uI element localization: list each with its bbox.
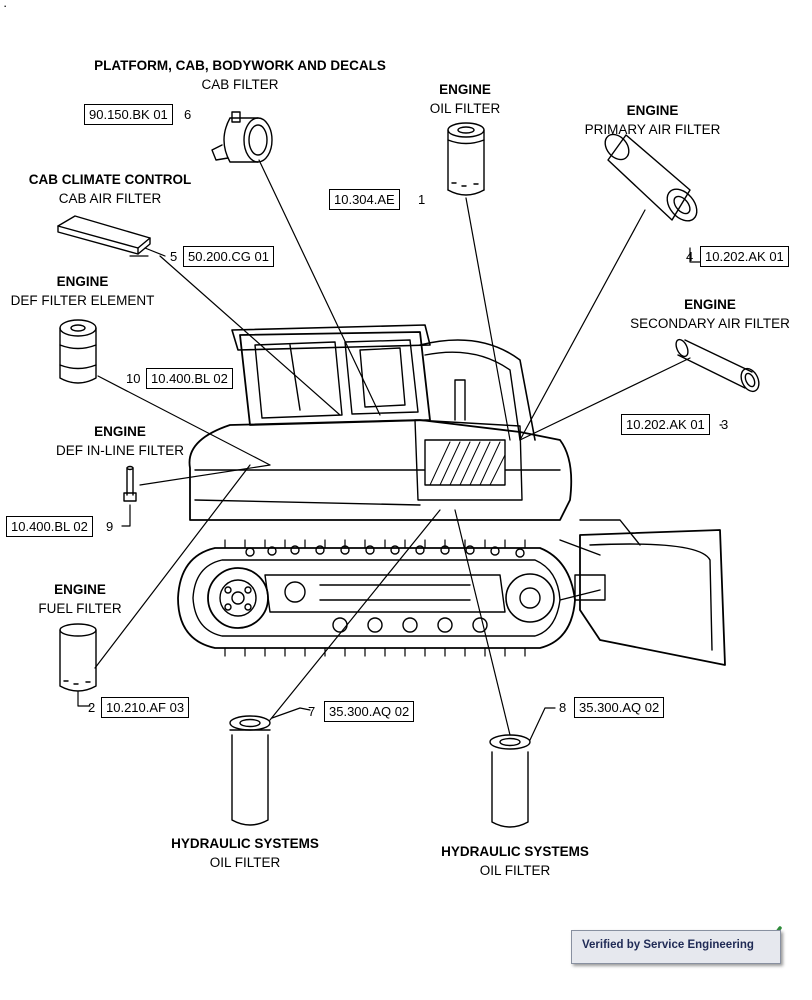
- system-name: ENGINE: [56, 274, 109, 289]
- item-number-3: 3: [721, 417, 729, 432]
- item-number-6: 6: [184, 107, 192, 122]
- def-filter-element-label: ENGINE DEF FILTER ELEMENT: [0, 272, 165, 310]
- hydraulic-filter-8-label: HYDRAULIC SYSTEMS OIL FILTER: [420, 842, 610, 880]
- fuel-filter-part: [59, 623, 97, 692]
- fuel-filter-label: ENGINE FUEL FILTER: [20, 580, 140, 618]
- item-number-8: 8: [559, 700, 567, 715]
- part-name: OIL FILTER: [209, 855, 281, 870]
- system-name: PLATFORM, CAB, BODYWORK AND DECALS: [94, 58, 386, 73]
- system-name: ENGINE: [626, 103, 679, 118]
- item-number-7: 7: [308, 704, 316, 719]
- def-inline-filter-part: [123, 465, 137, 502]
- def-inline-filter-label: ENGINE DEF IN-LINE FILTER: [40, 422, 200, 460]
- oil-filter-label: ENGINE OIL FILTER: [380, 80, 550, 118]
- hydraulic-filter-7-part: [229, 715, 271, 826]
- item-number-10: 10: [126, 371, 141, 386]
- system-name: HYDRAULIC SYSTEMS: [441, 844, 589, 859]
- cab-air-filter-part: [57, 215, 151, 255]
- system-name: ENGINE: [54, 582, 106, 597]
- def-filter-element-part: [59, 319, 97, 384]
- part-name: PRIMARY AIR FILTER: [584, 122, 721, 137]
- system-name: ENGINE: [439, 82, 491, 97]
- system-name: ENGINE: [94, 424, 146, 439]
- part-name: FUEL FILTER: [38, 601, 122, 616]
- primary-air-filter-part: [604, 133, 698, 222]
- corner-mark: ·: [3, 0, 8, 13]
- part-name: DEF FILTER ELEMENT: [10, 293, 155, 308]
- ref-code-6[interactable]: 90.150.BK 01: [84, 104, 173, 125]
- cab-air-filter-label: CAB CLIMATE CONTROL CAB AIR FILTER: [10, 170, 210, 208]
- hydraulic-filter-7-label: HYDRAULIC SYSTEMS OIL FILTER: [150, 834, 340, 872]
- item-number-4: 4: [686, 249, 694, 264]
- ref-code-4[interactable]: 10.202.AK 01: [700, 246, 789, 267]
- ref-code-3[interactable]: 10.202.AK 01: [621, 414, 710, 435]
- part-name: SECONDARY AIR FILTER: [630, 316, 790, 331]
- ref-code-9[interactable]: 10.400.BL 02: [6, 516, 93, 537]
- part-name: OIL FILTER: [429, 101, 501, 116]
- leader-lines: [77, 159, 723, 741]
- secondary-air-filter-part: [675, 338, 760, 393]
- system-name: HYDRAULIC SYSTEMS: [171, 836, 319, 851]
- cab-filter-part: [211, 111, 273, 163]
- ref-code-10[interactable]: 10.400.BL 02: [146, 368, 233, 389]
- hydraulic-filter-8-part: [489, 734, 531, 828]
- secondary-air-filter-label: ENGINE SECONDARY AIR FILTER: [610, 295, 810, 333]
- ref-code-8[interactable]: 35.300.AQ 02: [574, 697, 665, 718]
- cab-filter-label: PLATFORM, CAB, BODYWORK AND DECALS CAB F…: [60, 56, 420, 94]
- verified-text: Verified by Service Engineering: [582, 939, 754, 951]
- verified-badge: Verified by Service Engineering: [571, 930, 781, 964]
- oil-filter-part: [447, 122, 485, 196]
- ref-code-5[interactable]: 50.200.CG 01: [183, 246, 274, 267]
- ref-code-7[interactable]: 35.300.AQ 02: [324, 701, 415, 722]
- part-name: CAB AIR FILTER: [58, 191, 162, 206]
- system-name: CAB CLIMATE CONTROL: [28, 172, 192, 187]
- ref-code-1[interactable]: 10.304.AE: [329, 189, 400, 210]
- part-name: OIL FILTER: [479, 863, 551, 878]
- item-number-2: 2: [88, 700, 96, 715]
- primary-air-filter-label: ENGINE PRIMARY AIR FILTER: [560, 101, 745, 139]
- dozer-illustration: [177, 324, 726, 666]
- ref-code-2[interactable]: 10.210.AF 03: [101, 697, 190, 718]
- item-number-1: 1: [418, 192, 426, 207]
- item-number-5: 5: [170, 249, 178, 264]
- part-name: DEF IN-LINE FILTER: [55, 443, 184, 458]
- system-name: ENGINE: [684, 297, 736, 312]
- item-number-9: 9: [106, 519, 114, 534]
- part-name: CAB FILTER: [201, 77, 279, 92]
